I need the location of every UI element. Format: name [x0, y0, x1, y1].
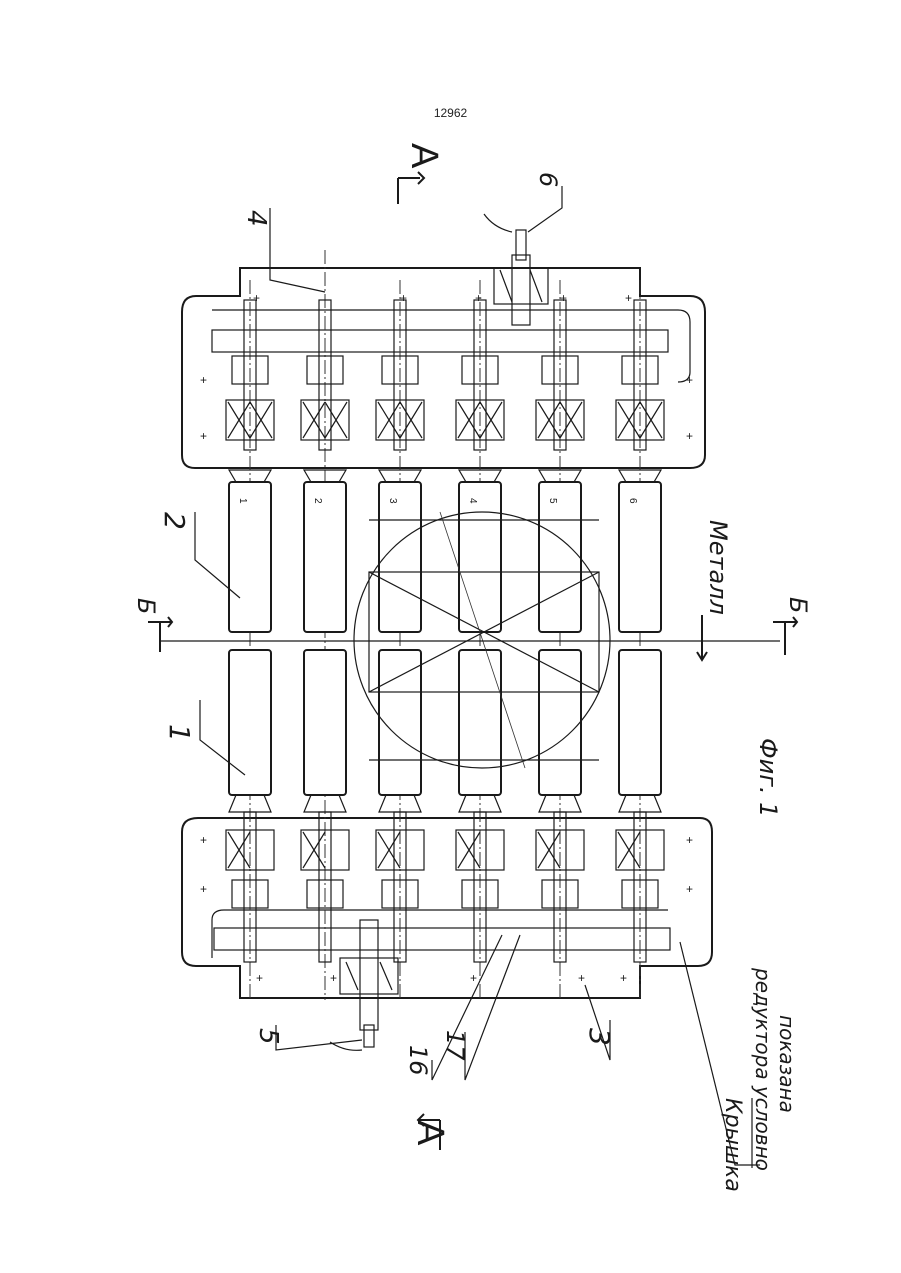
roll-5 — [536, 280, 584, 1000]
metal-direction-arrow — [697, 615, 707, 660]
label-1: 1 — [163, 724, 196, 742]
roll-number: 1 — [237, 498, 248, 504]
label-section-a-right: A — [403, 143, 445, 169]
bottom-input-shaft — [340, 920, 398, 1047]
label-3: 3 — [583, 1028, 616, 1046]
roll-number: 6 — [627, 498, 638, 504]
label-16: 16 — [404, 1045, 432, 1076]
svg-text:+: + — [686, 882, 693, 896]
roll-number: 3 — [387, 498, 398, 504]
svg-text:+: + — [200, 833, 207, 847]
roll-2 — [301, 250, 349, 1000]
svg-text:+: + — [625, 291, 632, 305]
roll-number: 5 — [547, 498, 558, 504]
label-section-a-left: A — [409, 1120, 451, 1146]
label-section-b-bottom: Б — [784, 597, 812, 613]
svg-text:+: + — [686, 429, 693, 443]
figure-caption: Фиг. 1 — [754, 738, 782, 817]
roll-number: 2 — [312, 498, 323, 504]
label-4: 4 — [241, 210, 271, 227]
svg-text:+: + — [200, 429, 207, 443]
roll-4 — [456, 280, 504, 1000]
label-5: 5 — [253, 1028, 283, 1045]
roll-3 — [376, 280, 424, 1000]
svg-text:+: + — [620, 971, 627, 985]
roll-1 — [226, 280, 274, 1000]
roll-6 — [616, 280, 664, 1000]
label-metal: Металл — [704, 520, 732, 615]
rolls — [226, 250, 664, 1000]
roll-number: 4 — [467, 498, 478, 504]
svg-text:+: + — [475, 291, 482, 305]
svg-text:+: + — [578, 971, 585, 985]
label-6: 6 — [534, 172, 562, 187]
label-17: 17 — [441, 1030, 469, 1061]
svg-text:+: + — [686, 373, 693, 387]
label-section-b-top: Б — [132, 598, 160, 614]
svg-text:+: + — [200, 882, 207, 896]
note-line-3: показана — [775, 1015, 799, 1113]
top-input-shaft — [494, 230, 548, 325]
svg-text:+: + — [256, 971, 263, 985]
note-line-2: редуктора условно — [751, 967, 775, 1171]
svg-text:+: + — [200, 373, 207, 387]
top-gearbox-housing: + + + + + + + + + — [182, 268, 705, 468]
svg-text:+: + — [470, 971, 477, 985]
svg-text:+: + — [330, 971, 337, 985]
note-line-1: Крышка — [720, 1098, 745, 1192]
label-2: 2 — [158, 512, 191, 530]
svg-text:+: + — [686, 833, 693, 847]
